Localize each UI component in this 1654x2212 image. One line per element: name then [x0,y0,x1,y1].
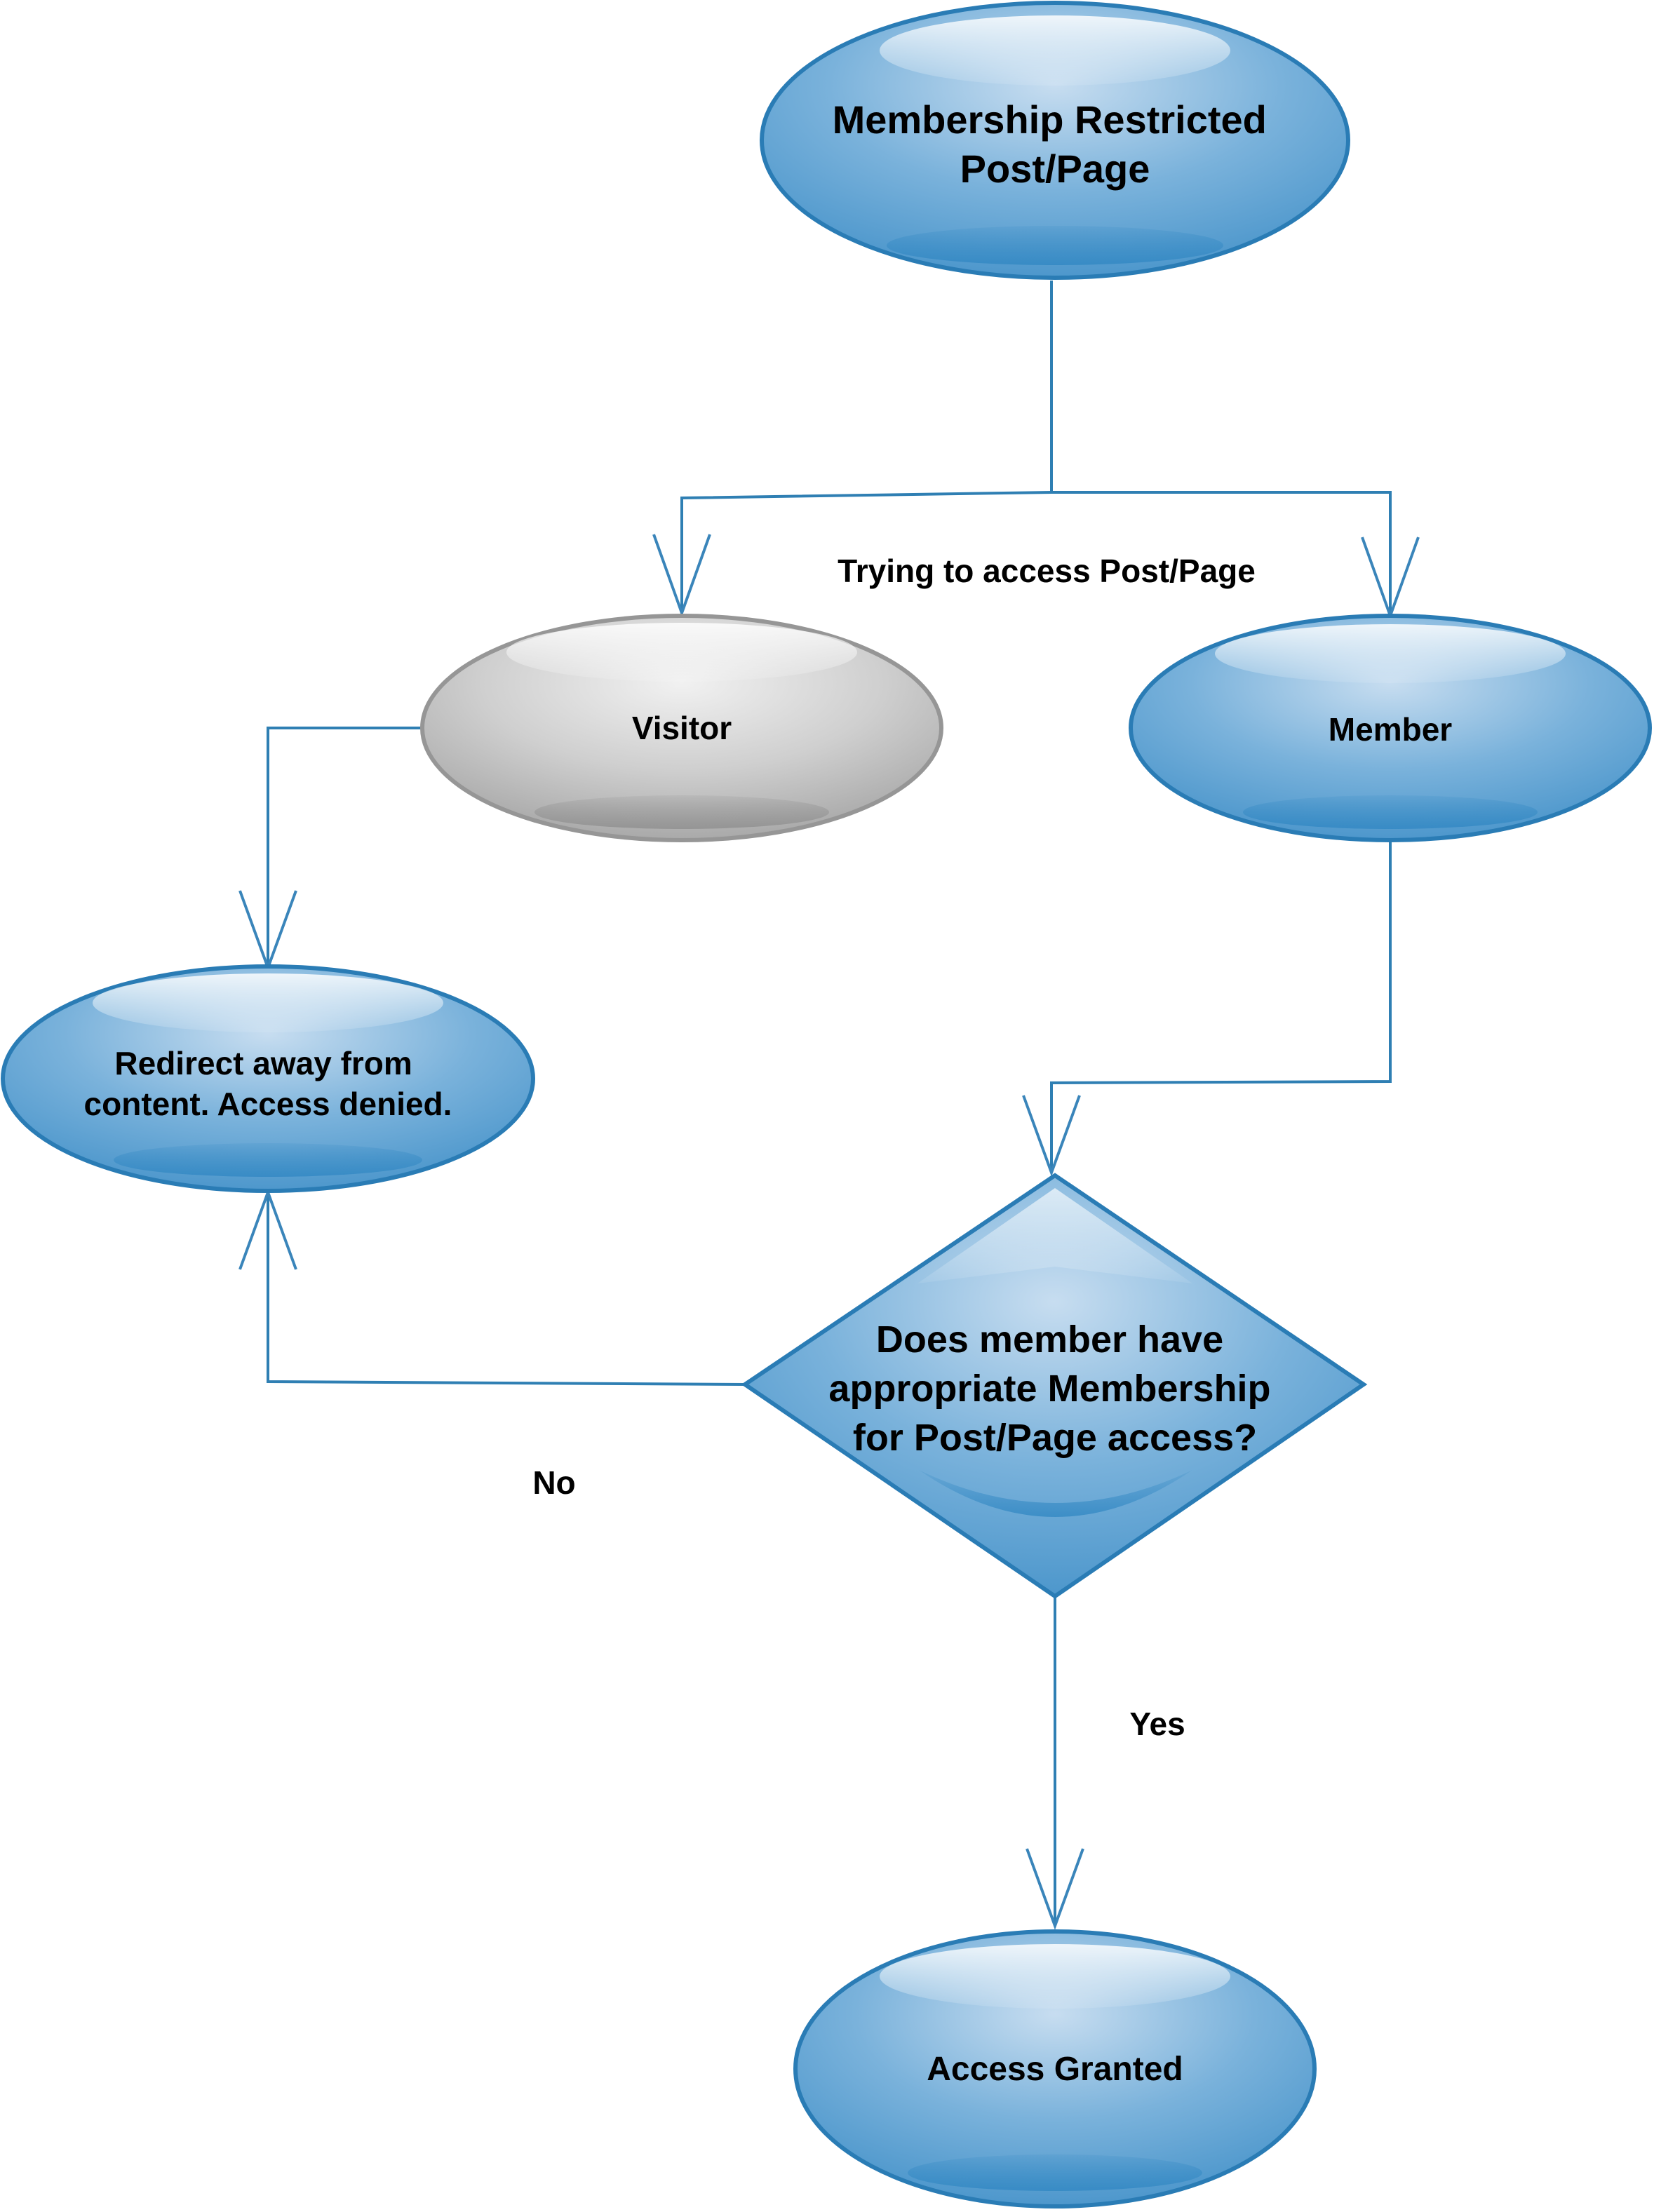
node-granted: Access Granted [793,1929,1317,2208]
node-member-label: Member [1329,711,1452,748]
node-visitor-label: Visitor [632,710,732,746]
node-start-label: Membership Restricted Post/Page [833,97,1278,191]
node-start: Membership Restricted Post/Page [760,1,1350,280]
arrow-head-decision [1022,1095,1081,1177]
node-decision: Does member have appropriate Membership … [741,1173,1368,1599]
node-member: Member [1129,614,1652,842]
arrow-head-granted [1026,1848,1084,1930]
arrow-head-visitor [652,534,711,617]
connector-to-visitor [680,491,1052,612]
edge-label-trying: Trying to access Post/Page [838,553,1256,589]
connector-visitor-redirect [267,727,422,965]
node-granted-label: Access Granted [927,2051,1183,2088]
node-redirect-label: Redirect away from content. Access denie… [84,1045,452,1122]
node-redirect: Redirect away from content. Access denie… [1,964,535,1193]
connector-to-member [1051,491,1392,614]
connector-decision-redirect [267,1189,746,1386]
node-decision-label: Does member have appropriate Membership … [828,1319,1281,1459]
connector-member-decision [1050,840,1392,1170]
edge-label-yes: Yes [1129,1706,1185,1742]
node-visitor: Visitor [420,614,943,842]
connectors [267,281,1392,1923]
edge-label-no: No [532,1464,575,1501]
